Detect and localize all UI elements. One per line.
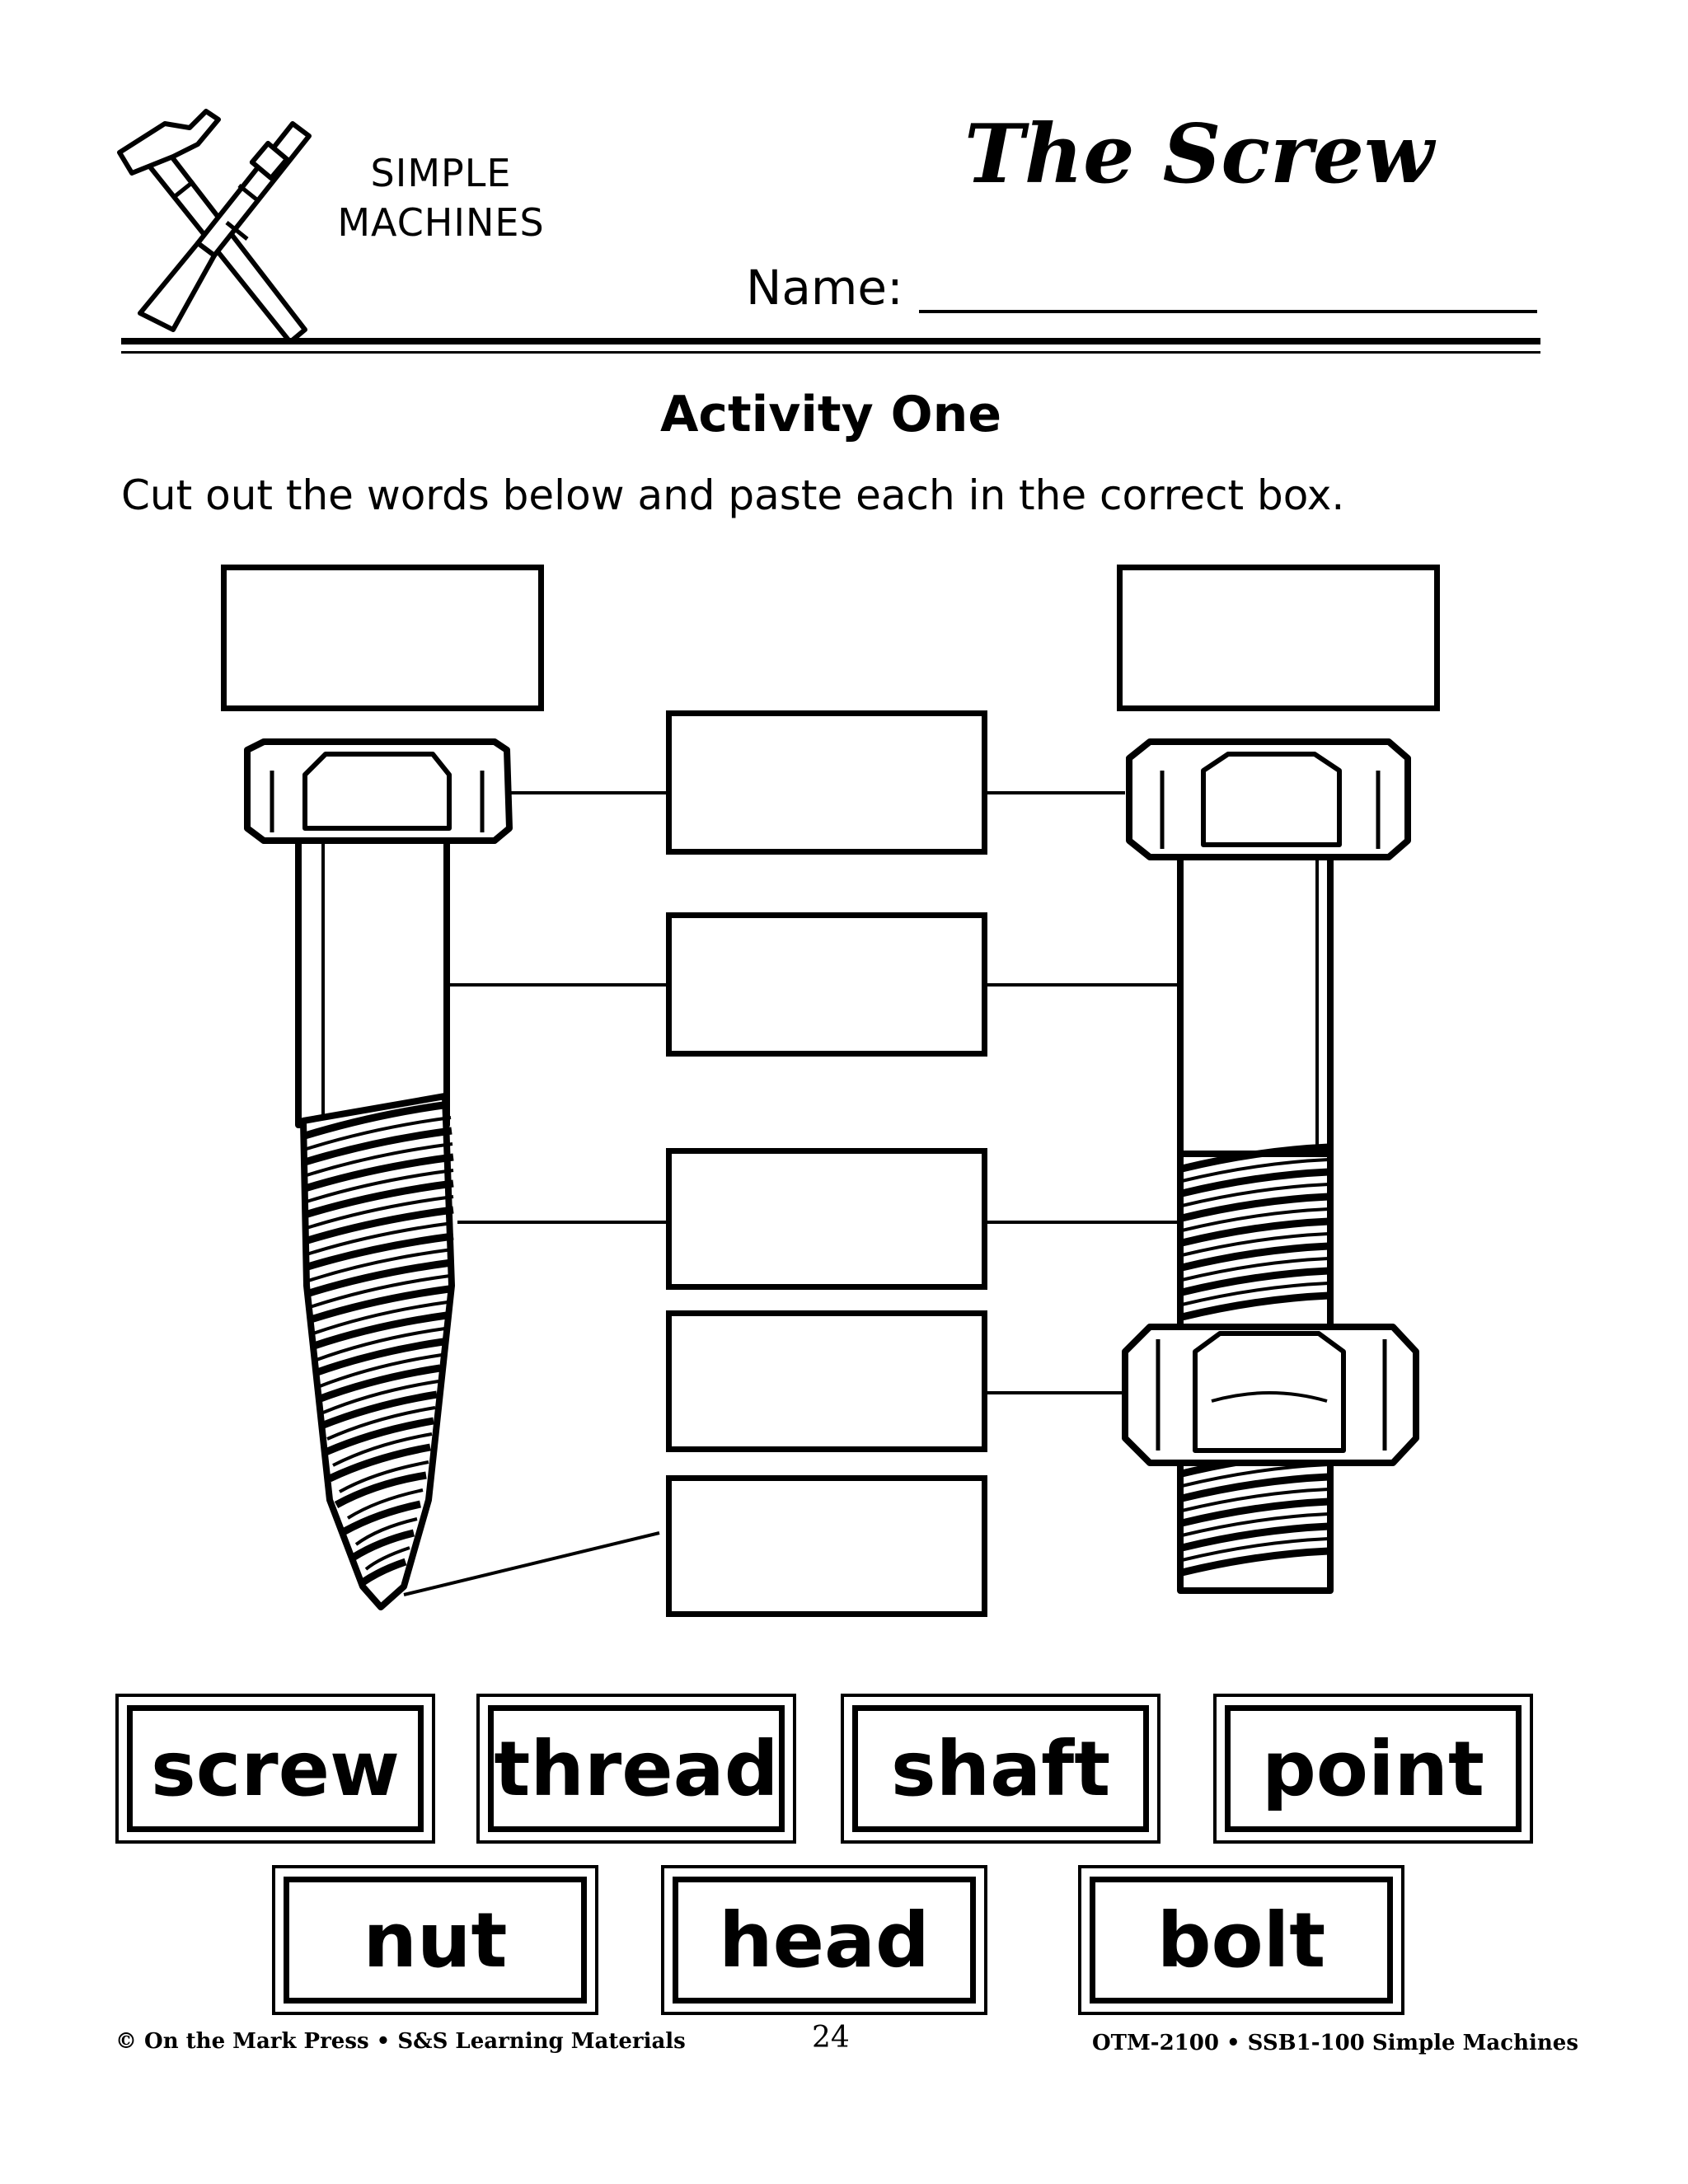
word-card-thread[interactable]: thread [476,1694,796,1844]
word-card-label: thread [488,1705,785,1832]
screw-threads [303,1100,454,1586]
word-card-label: bolt [1090,1877,1393,2004]
word-card-label: head [673,1877,976,2004]
word-card-label: nut [284,1877,587,2004]
page-number: 24 [812,2021,850,2055]
answer-box-head[interactable] [666,710,987,855]
name-label: Name: [746,260,903,316]
header-rule-thick [121,338,1540,344]
answer-box-nut[interactable] [666,1310,987,1452]
footer-catalog: OTM-2100 • SSB1-100 Simple Machines [1092,2031,1578,2055]
instructions: Cut out the words below and paste each i… [121,471,1345,519]
page-title: The Screw [964,107,1434,202]
word-card-head[interactable]: head [661,1865,987,2015]
answer-box-point[interactable] [666,1475,987,1617]
footer-copyright: © On the Mark Press • S&S Learning Mater… [115,2029,686,2054]
word-card-bolt[interactable]: bolt [1078,1865,1404,2015]
nut-illustration [1122,1324,1419,1466]
answer-box-screw-title[interactable] [221,565,544,711]
series-label-line1: SIMPLE [370,151,512,195]
word-card-screw[interactable]: screw [115,1694,435,1844]
word-card-nut[interactable]: nut [272,1865,598,2015]
hammer-chisel-logo-icon [117,109,312,344]
answer-box-shaft[interactable] [666,912,987,1057]
header-rule-thin [121,351,1540,354]
answer-box-bolt-title[interactable] [1117,565,1440,711]
name-field[interactable] [919,307,1537,313]
answer-box-thread[interactable] [666,1148,987,1290]
word-card-point[interactable]: point [1213,1694,1533,1844]
activity-heading: Activity One [659,386,1002,443]
screw-illustration [244,738,513,1610]
word-card-label: shaft [852,1705,1149,1832]
word-card-label: screw [127,1705,424,1832]
series-label-line2: MACHINES [337,200,545,245]
word-card-label: point [1225,1705,1522,1832]
word-card-shaft[interactable]: shaft [841,1694,1160,1844]
